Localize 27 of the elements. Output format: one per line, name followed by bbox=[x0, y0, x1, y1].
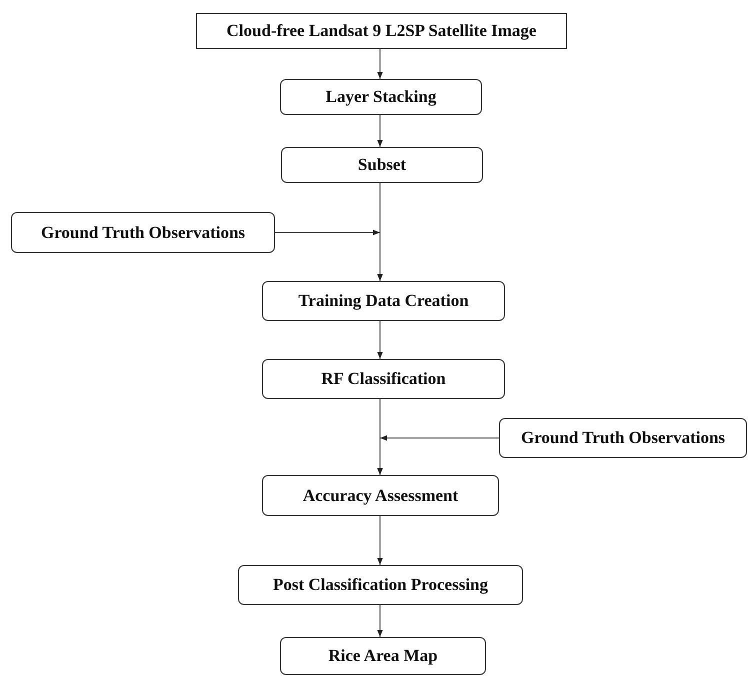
step-label: Accuracy Assessment bbox=[302, 484, 458, 507]
process-box bbox=[262, 475, 499, 516]
process-box bbox=[262, 281, 505, 321]
arrow bbox=[377, 320, 383, 360]
process-box bbox=[238, 565, 523, 605]
step-label: Post Classification Processing bbox=[272, 574, 488, 596]
process-box bbox=[11, 212, 275, 253]
step-label: RF Classification bbox=[321, 368, 446, 390]
step-label: Rice Area Map bbox=[328, 645, 438, 668]
process-box bbox=[196, 13, 567, 49]
process-box bbox=[262, 359, 505, 399]
process-box bbox=[281, 147, 483, 183]
process-box bbox=[280, 637, 486, 675]
step-label: Layer Stacking bbox=[326, 86, 436, 108]
step-label: Ground Truth Observations bbox=[40, 222, 246, 244]
arrow bbox=[377, 114, 383, 148]
process-box bbox=[280, 79, 482, 115]
arrow bbox=[377, 604, 383, 638]
process-box bbox=[499, 418, 747, 458]
step-label: Cloud-free Landsat 9 L2SP Satellite Image bbox=[226, 20, 536, 42]
arrow bbox=[377, 516, 383, 566]
arrow bbox=[377, 48, 383, 80]
arrow bbox=[377, 435, 500, 476]
step-label: Subset bbox=[358, 154, 406, 176]
step-label: Training Data Creation bbox=[298, 290, 469, 312]
step-label: Ground Truth Observations bbox=[520, 427, 726, 450]
arrow bbox=[274, 230, 383, 282]
